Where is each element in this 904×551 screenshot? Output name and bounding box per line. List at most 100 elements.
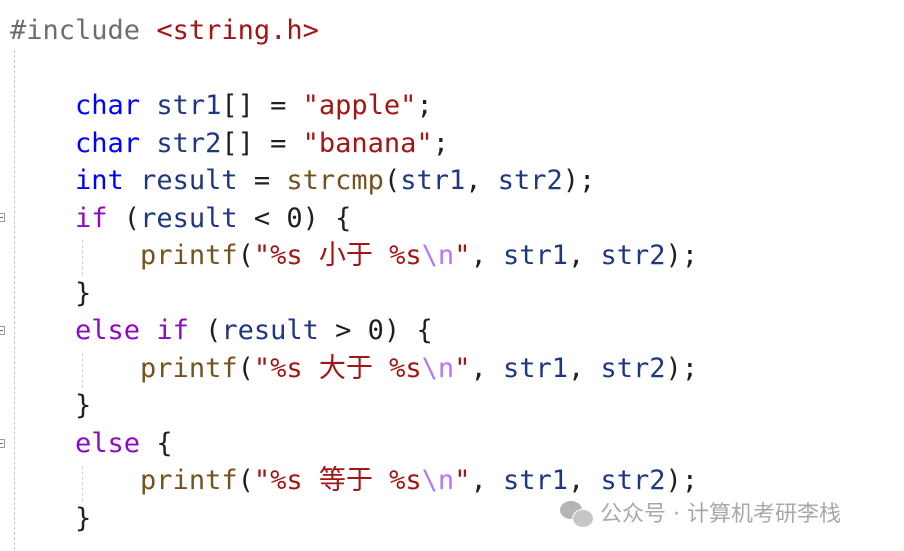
- code-token: ": [454, 353, 471, 384]
- code-token: result: [140, 203, 238, 234]
- code-token: ,: [465, 165, 498, 196]
- code-token: );: [665, 353, 699, 384]
- code-token: ,: [568, 353, 601, 384]
- code-token: str2: [600, 465, 666, 496]
- code-token: if: [75, 203, 108, 234]
- code-token: result: [140, 165, 238, 196]
- code-token: [10, 465, 140, 496]
- code-token: [] =: [221, 90, 303, 121]
- code-token: printf: [140, 240, 238, 271]
- indent-guide: [82, 240, 83, 275]
- fold-toggle-icon[interactable]: [0, 326, 5, 335]
- fold-toggle-icon[interactable]: [0, 213, 5, 222]
- code-line[interactable]: }: [10, 275, 91, 312]
- code-token: 等于: [318, 465, 373, 496]
- code-token: );: [562, 165, 596, 196]
- code-line[interactable]: }: [10, 500, 91, 537]
- indent-guide: [82, 353, 83, 388]
- code-token: [10, 240, 140, 271]
- code-token: [10, 353, 140, 384]
- code-token: ;: [416, 90, 433, 121]
- code-token: printf: [140, 465, 238, 496]
- code-token: [10, 90, 75, 121]
- code-token: [10, 128, 75, 159]
- code-token: \n: [421, 353, 455, 384]
- code-token: [10, 315, 75, 346]
- watermark: 公众号 · 计算机考研李栈: [560, 500, 841, 530]
- code-token: str2: [600, 353, 666, 384]
- code-token: %s: [372, 353, 422, 384]
- code-token: ,: [470, 465, 503, 496]
- code-token: char: [75, 90, 141, 121]
- code-token: );: [665, 240, 699, 271]
- code-token: str1: [502, 465, 568, 496]
- code-token: <string.h>: [156, 15, 319, 46]
- code-token: ;: [432, 128, 449, 159]
- code-line[interactable]: if (result < 0) {: [10, 200, 351, 237]
- code-token: [140, 90, 156, 121]
- code-token: %s: [372, 240, 422, 271]
- code-token: (: [383, 165, 401, 196]
- code-token: [124, 165, 140, 196]
- code-token: "%s: [253, 465, 319, 496]
- code-line[interactable]: #include <string.h>: [10, 12, 319, 49]
- code-token: (: [188, 315, 222, 346]
- code-token: ,: [568, 465, 601, 496]
- code-token: [140, 315, 156, 346]
- code-token: (: [107, 203, 141, 234]
- code-token: [10, 428, 75, 459]
- code-token: ,: [568, 240, 601, 271]
- code-token: ,: [470, 240, 503, 271]
- code-token: (: [237, 465, 254, 496]
- code-token: < 0) {: [237, 203, 352, 234]
- code-token: }: [10, 278, 92, 309]
- code-token: }: [10, 503, 92, 534]
- code-token: else: [75, 315, 141, 346]
- code-line[interactable]: else if (result > 0) {: [10, 312, 433, 349]
- code-token: (: [237, 353, 254, 384]
- code-line[interactable]: printf("%s 等于 %s\n", str1, str2);: [10, 462, 698, 499]
- code-token: int: [75, 165, 124, 196]
- code-token: 大于: [318, 353, 373, 384]
- code-token: ,: [470, 353, 503, 384]
- code-token: > 0) {: [318, 315, 433, 346]
- code-token: [10, 203, 75, 234]
- code-line[interactable]: char str2[] = "banana";: [10, 125, 449, 162]
- code-token: }: [10, 390, 92, 421]
- code-token: str1: [502, 240, 568, 271]
- code-line[interactable]: printf("%s 大于 %s\n", str1, str2);: [10, 350, 698, 387]
- code-token: printf: [140, 353, 238, 384]
- code-token: char: [75, 128, 141, 159]
- code-token: =: [237, 165, 287, 196]
- code-line[interactable]: int result = strcmp(str1, str2);: [10, 162, 595, 199]
- code-line[interactable]: else {: [10, 425, 173, 462]
- code-token: #include: [10, 15, 157, 46]
- code-line[interactable]: char str1[] = "apple";: [10, 87, 433, 124]
- code-token: "%s: [253, 353, 319, 384]
- code-token: \n: [421, 465, 455, 496]
- watermark-text: 公众号 · 计算机考研李栈: [600, 502, 841, 527]
- code-token: [] =: [221, 128, 303, 159]
- code-token: ": [454, 465, 471, 496]
- code-token: );: [665, 465, 699, 496]
- code-token: str2: [156, 128, 222, 159]
- code-token: 小于: [318, 240, 373, 271]
- code-token: if: [156, 315, 189, 346]
- code-token: strcmp: [286, 165, 384, 196]
- code-token: str1: [400, 165, 466, 196]
- code-token: {: [140, 428, 173, 459]
- code-token: "%s: [253, 240, 319, 271]
- code-token: ": [454, 240, 471, 271]
- code-token: str1: [502, 353, 568, 384]
- code-token: \n: [421, 240, 455, 271]
- code-line[interactable]: printf("%s 小于 %s\n", str1, str2);: [10, 237, 698, 274]
- code-token: "apple": [302, 90, 417, 121]
- fold-toggle-icon[interactable]: [0, 439, 5, 448]
- gutter-guide-line: [14, 50, 15, 550]
- code-token: str2: [600, 240, 666, 271]
- code-token: [140, 128, 156, 159]
- code-token: "banana": [302, 128, 433, 159]
- code-line[interactable]: }: [10, 387, 91, 424]
- wechat-icon: [560, 501, 594, 529]
